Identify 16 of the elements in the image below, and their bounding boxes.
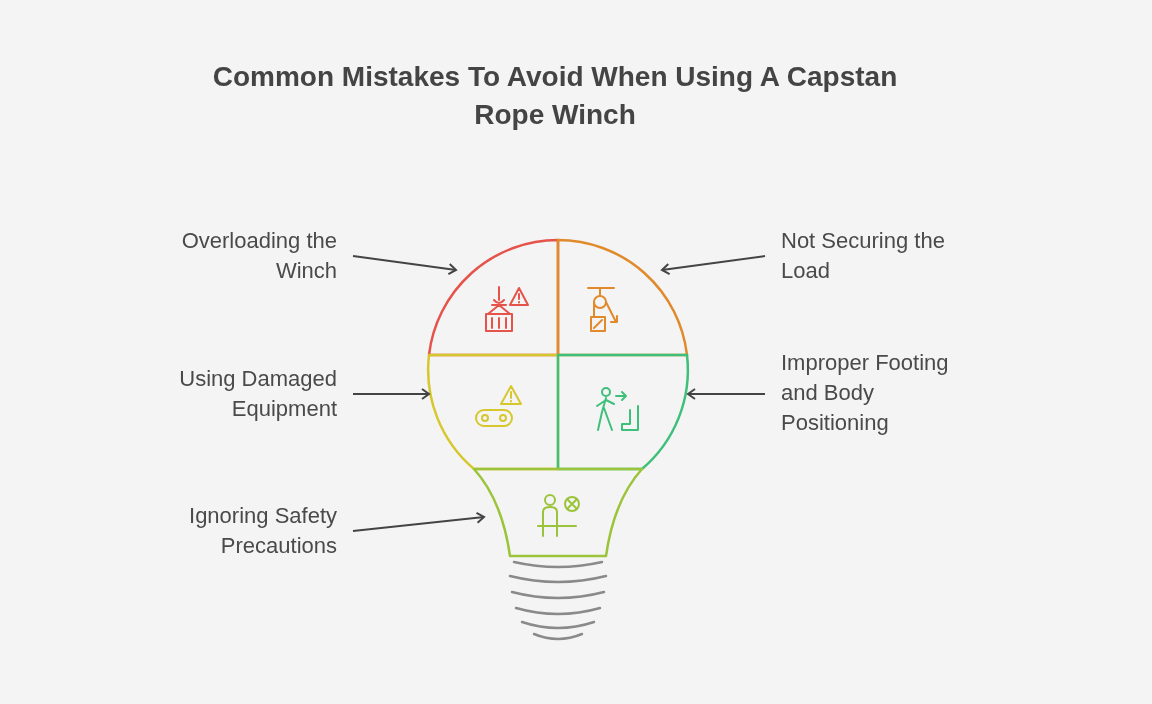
title: Common Mistakes To Avoid When Using A Capstan Rope Winch — [211, 60, 899, 132]
bulb-segment — [472, 467, 644, 558]
arrow — [352, 388, 430, 400]
bulb-segment — [426, 353, 560, 471]
mistake-label: Ignoring Safety Precautions — [140, 501, 337, 561]
arrow — [687, 388, 766, 400]
arrow — [352, 255, 457, 275]
bulb-segment — [556, 353, 690, 471]
arrow — [352, 511, 485, 532]
mistake-label: Overloading the Winch — [150, 226, 337, 286]
bulb-segment — [427, 238, 560, 357]
mistake-label: Using Damaged Equipment — [140, 364, 337, 424]
arrow — [661, 255, 766, 275]
mistake-label: Not Securing the Load — [781, 226, 981, 286]
bulb-segment — [556, 238, 689, 357]
mistake-label: Improper Footing and Body Positioning — [781, 348, 981, 438]
